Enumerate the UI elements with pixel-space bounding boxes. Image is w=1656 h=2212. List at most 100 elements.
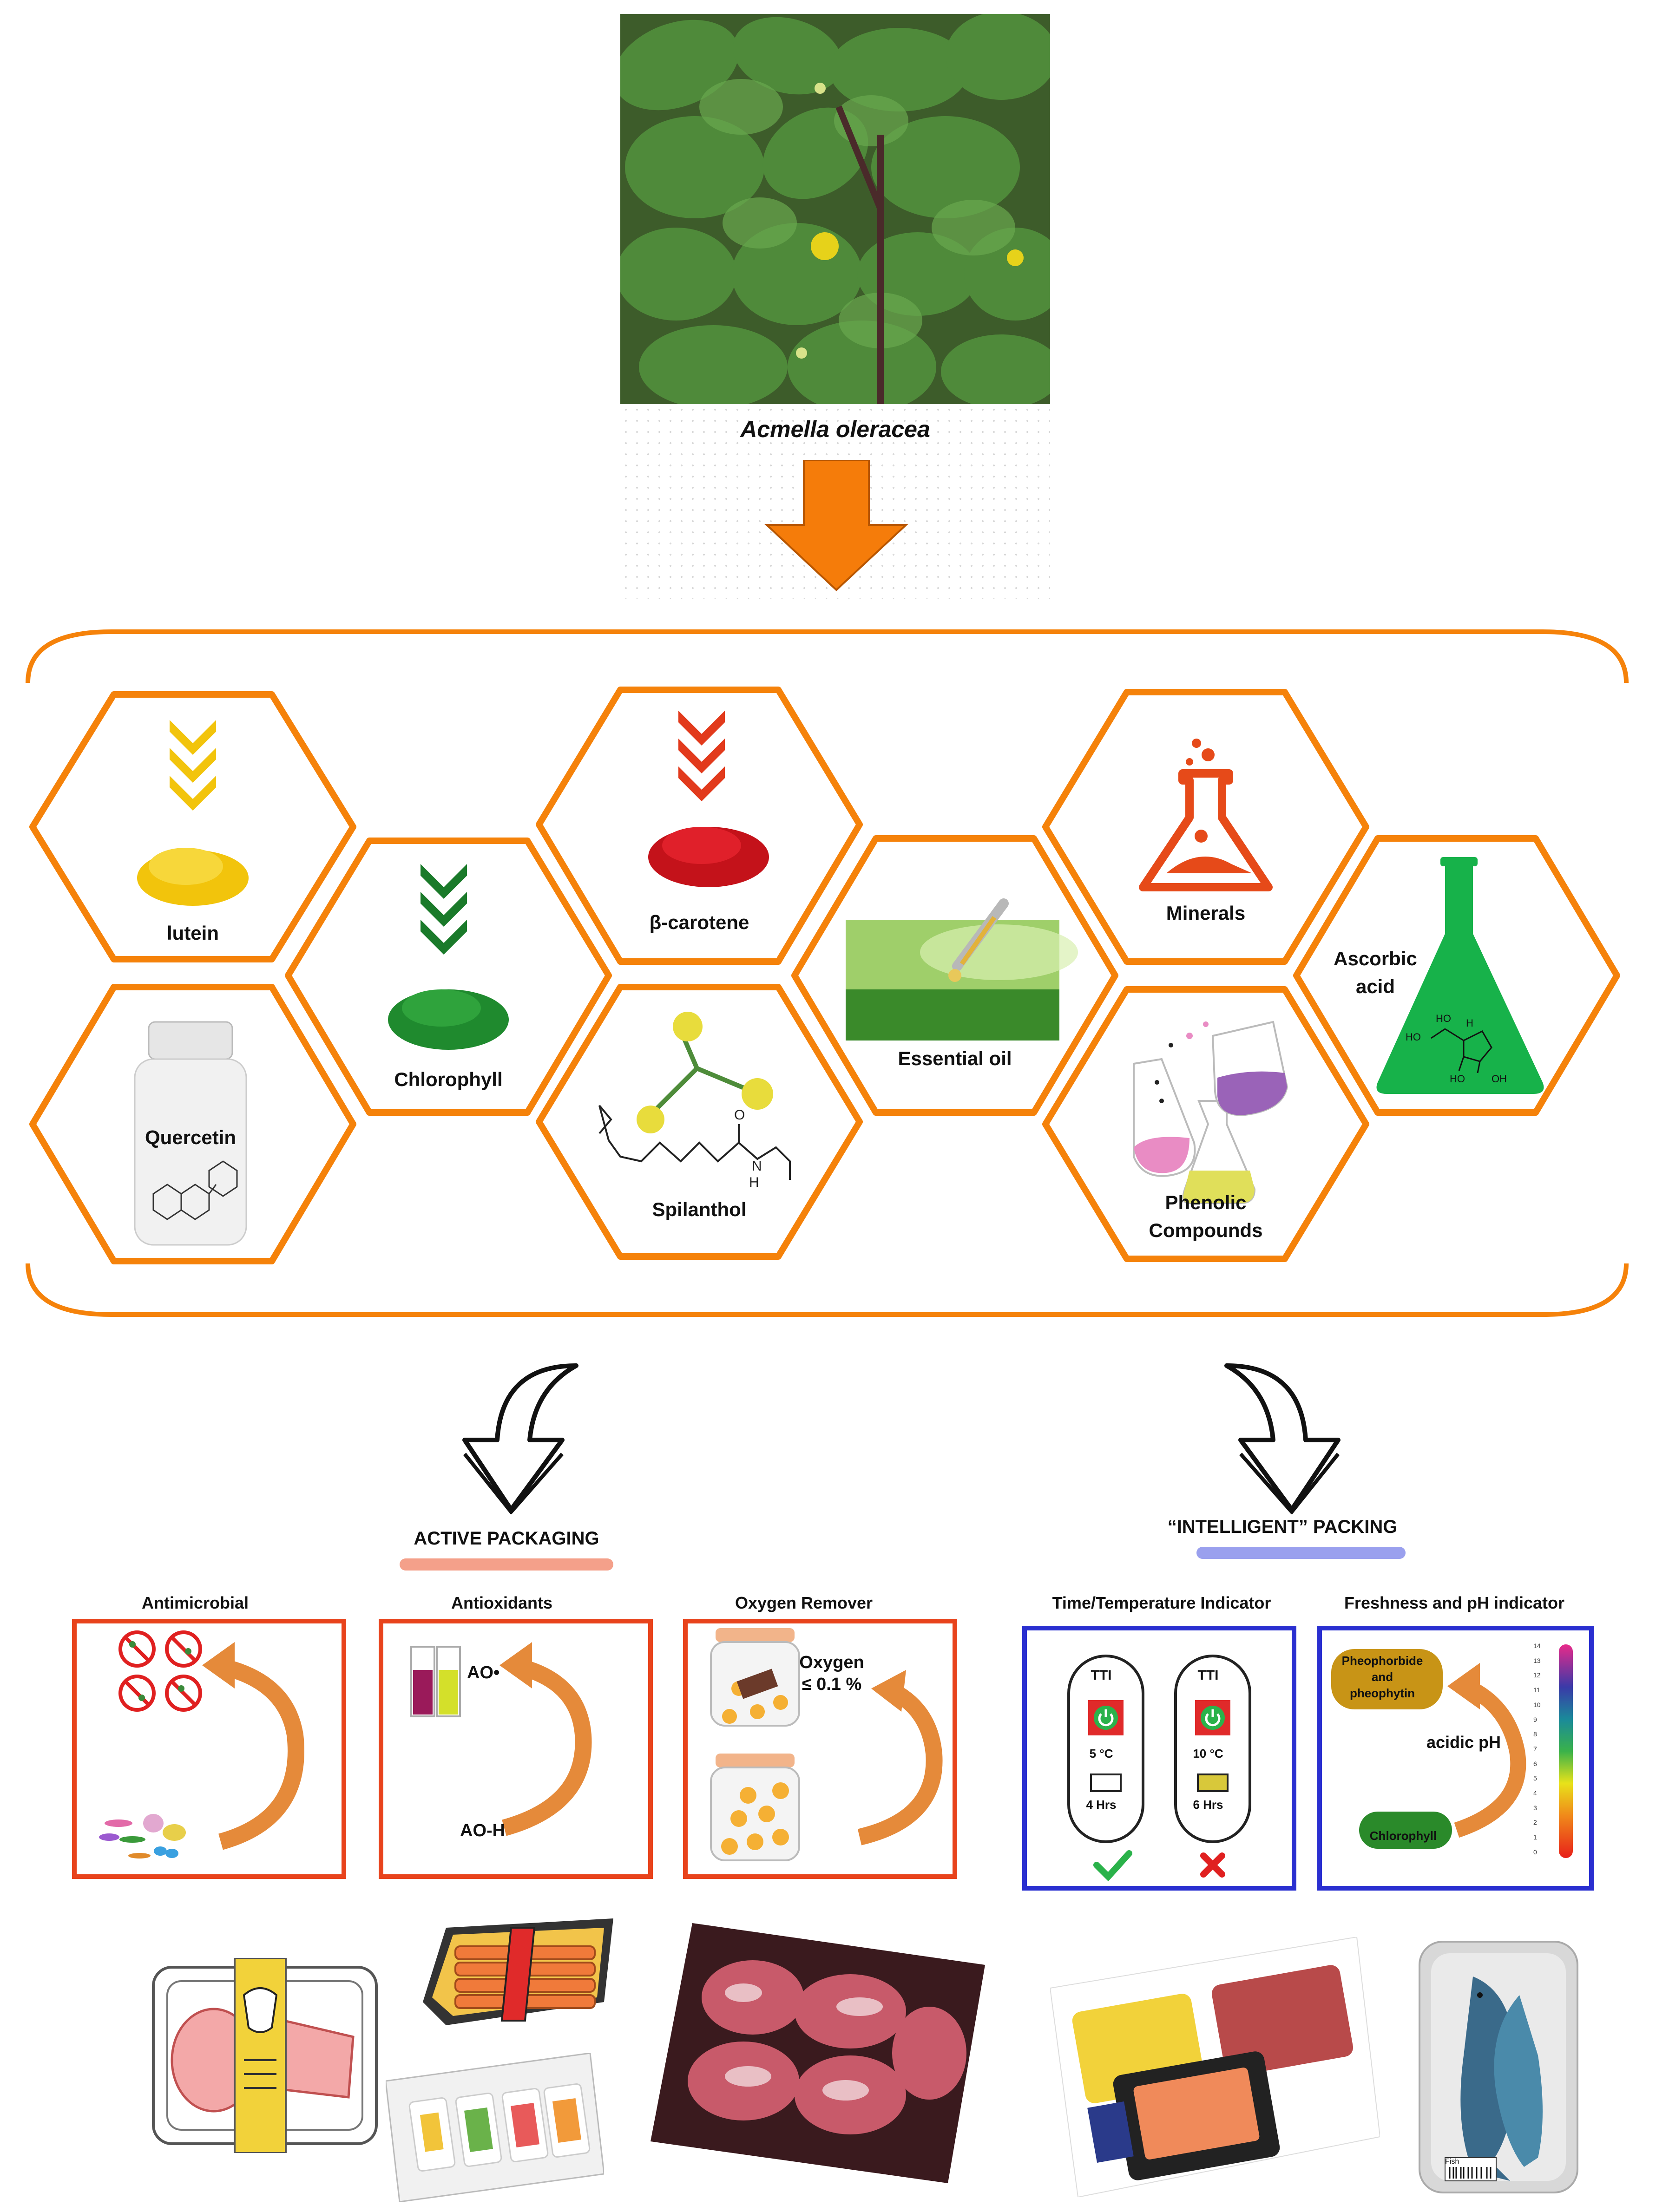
no-bacteria-icons — [118, 1630, 202, 1712]
oxygen-line2: ≤ 0.1 % — [802, 1675, 862, 1694]
vacuum-fruit-image — [386, 2053, 604, 2202]
svg-text:HO: HO — [1406, 1031, 1421, 1043]
ao-radical: AO• — [467, 1663, 500, 1682]
plant-photo — [613, 12, 1066, 413]
ph-tick-label: 6 — [1533, 1760, 1537, 1767]
fish-label: Fish — [1445, 2158, 1459, 2166]
ph-tick-label: 0 — [1533, 1848, 1537, 1856]
meat-tray-image — [152, 1958, 378, 2153]
hex-phenolic — [1042, 986, 1369, 1262]
label-carotene: β-carotene — [649, 911, 749, 933]
svg-text:H: H — [1466, 1017, 1473, 1029]
label-ascorbic-2: acid — [1355, 975, 1395, 997]
cross-icon — [1200, 1852, 1225, 1878]
svg-text:O: O — [734, 1107, 745, 1123]
ph-tick-label: 11 — [1533, 1686, 1540, 1694]
acidic-ph-label: acidic pH — [1426, 1733, 1501, 1752]
oxygen-line1: Oxygen — [799, 1653, 864, 1672]
antioxidants-title: Antioxidants — [451, 1593, 552, 1612]
svg-text:HO: HO — [1436, 1013, 1451, 1024]
label-ascorbic-1: Ascorbic — [1334, 948, 1417, 969]
freshness-curved-arrow — [1454, 1679, 1526, 1838]
ph-scale-bar — [1559, 1644, 1573, 1858]
label-essential-oil: Essential oil — [898, 1047, 1012, 1069]
tti-left-label: TTI — [1091, 1668, 1112, 1683]
tti-title: Time/Temperature Indicator — [1052, 1593, 1271, 1612]
ao-h: AO-H — [460, 1821, 506, 1840]
curved-arrow-right — [1224, 1363, 1341, 1514]
pheo-line2: and — [1371, 1670, 1393, 1684]
tti-left-temp: 5 °C — [1089, 1747, 1113, 1760]
ascorbic-flask: HO H HO HO OH — [1376, 857, 1544, 1094]
cuvette-icon — [410, 1646, 461, 1717]
ph-tick-label: 1 — [1533, 1833, 1537, 1841]
antimicrobial-panel — [72, 1619, 346, 1879]
spilanthol-image: O N H — [598, 1012, 791, 1190]
ph-tick-label: 12 — [1533, 1671, 1541, 1679]
freshness-panel — [1317, 1626, 1594, 1891]
antimicrobial-curved-arrow — [214, 1657, 304, 1850]
ph-tick-label: 5 — [1533, 1774, 1537, 1782]
ph-tick-label: 2 — [1533, 1819, 1537, 1826]
ph-tick-label: 9 — [1533, 1715, 1537, 1723]
svg-text:N: N — [752, 1158, 762, 1174]
hex-lutein — [29, 691, 356, 962]
carotene-chevrons — [678, 711, 725, 801]
intelligent-packing-title: “INTELLIGENT” PACKING — [1167, 1517, 1398, 1537]
label-chlorophyll: Chlorophyll — [394, 1068, 503, 1090]
antioxidants-curved-arrow — [502, 1657, 592, 1836]
pheo-line1: Pheophorbide — [1341, 1654, 1423, 1668]
bacteria-cluster — [99, 1814, 186, 1859]
down-arrow — [762, 459, 911, 595]
essential-oil-image — [846, 898, 1078, 1041]
salmon-tray-image — [423, 1918, 613, 2025]
meat-photo — [651, 1923, 985, 2183]
freshness-title: Freshness and pH indicator — [1344, 1593, 1565, 1612]
tti-panel — [1022, 1626, 1296, 1891]
ph-tick-label: 4 — [1533, 1789, 1537, 1797]
plant-name: Acmella oleracea — [740, 416, 930, 442]
oxygen-remover-panel — [683, 1619, 957, 1879]
tti-right-time: 6 Hrs — [1193, 1798, 1223, 1812]
hexagon-grid: HO H HO HO OH O N H — [29, 687, 1620, 1264]
ph-tick-label: 13 — [1533, 1656, 1541, 1664]
phenolic-beakers — [1133, 1021, 1288, 1204]
intelligent-underline — [1196, 1547, 1406, 1559]
compounds-frame — [19, 627, 1636, 1319]
label-spilanthol: Spilanthol — [652, 1198, 747, 1220]
hex-carotene — [536, 687, 863, 965]
tti-right-label: TTI — [1197, 1668, 1219, 1683]
ph-tick-label: 3 — [1533, 1804, 1537, 1812]
pheo-line3: pheophytin — [1349, 1686, 1415, 1700]
check-icon — [1093, 1850, 1132, 1882]
label-phenolic-1: Phenolic — [1165, 1191, 1247, 1213]
antimicrobial-title: Antimicrobial — [141, 1593, 249, 1612]
lutein-chevrons — [170, 720, 216, 811]
curved-arrow-left — [462, 1363, 578, 1514]
ph-tick-label: 14 — [1533, 1642, 1541, 1649]
jar-bottom — [710, 1754, 800, 1861]
svg-text:HO: HO — [1450, 1073, 1465, 1085]
ph-tick-label: 7 — [1533, 1745, 1537, 1753]
hex-chlorophyll — [285, 838, 612, 1116]
tti-right-temp: 10 °C — [1193, 1747, 1223, 1760]
active-underline — [400, 1558, 613, 1571]
antioxidants-panel — [379, 1619, 653, 1879]
fish-tray-photo — [1417, 1939, 1580, 2195]
label-lutein: lutein — [167, 922, 219, 944]
quercetin-bottle — [134, 1021, 247, 1246]
active-packaging-title: ACTIVE PACKAGING — [414, 1528, 599, 1549]
oxygen-curved-arrow — [857, 1681, 943, 1846]
label-minerals: Minerals — [1166, 902, 1246, 924]
jar-top — [710, 1628, 800, 1727]
hex-spilanthol — [536, 984, 863, 1260]
packaged-food-photo — [1050, 1937, 1380, 2197]
svg-text:H: H — [749, 1175, 759, 1190]
chlorophyll-pill-label: Chlorophyll — [1369, 1829, 1437, 1843]
label-quercetin: Quercetin — [145, 1126, 237, 1148]
chlorophyll-chevrons — [421, 864, 467, 955]
ph-tick-label: 10 — [1533, 1701, 1541, 1708]
hex-minerals — [1042, 689, 1369, 965]
ph-tick-label: 8 — [1533, 1730, 1537, 1738]
